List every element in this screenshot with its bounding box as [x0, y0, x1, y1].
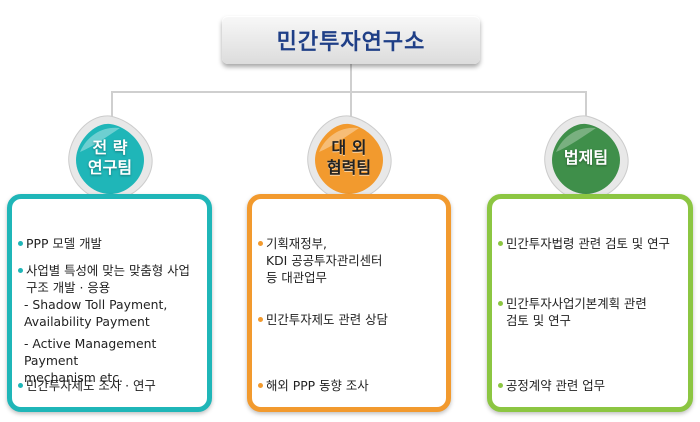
sub-list-item: - Shadow Toll Payment, Availability Paym… — [24, 297, 168, 329]
root-title: 민간투자연구소 — [276, 30, 426, 55]
team-external-label: 대 외 협력팀 — [326, 138, 372, 177]
list-item: 해외 PPP 동향 조사 — [258, 377, 369, 394]
panel-legal: 민간투자법령 관련 검토 및 연구 민간투자사업기본계획 관련 검토 및 연구 … — [487, 194, 693, 412]
panel-strategy: PPP 모델 개발 사업별 특성에 맞는 맞춤형 사업 구조 개발 · 응용 -… — [7, 194, 212, 412]
list-item: 공정계약 관련 업무 — [498, 377, 605, 394]
team-legal-badge: 법제팀 — [540, 112, 632, 204]
bullet-dot — [258, 317, 263, 322]
bullet-dot — [258, 241, 263, 246]
list-item: 사업별 특성에 맞는 맞춤형 사업 구조 개발 · 응용 — [18, 262, 190, 296]
bullet-dot — [18, 383, 23, 388]
team-legal-badge-shape — [544, 115, 629, 201]
team-external-badge-shape — [307, 115, 392, 201]
bullet-dot — [258, 383, 263, 388]
bullet-dot — [498, 301, 503, 306]
bullet-dot — [498, 383, 503, 388]
list-item: 민간투자사업기본계획 관련 검토 및 연구 — [498, 295, 647, 329]
list-item: 기획재정부, KDI 공공투자관리센터 등 대관업무 — [258, 235, 382, 286]
list-item: 민간투자제도 관련 상담 — [258, 311, 388, 328]
team-strategy-badge: 전 략 연구팀 — [64, 112, 156, 204]
bullet-dot — [498, 241, 503, 246]
list-item: 민간투자법령 관련 검토 및 연구 — [498, 235, 670, 252]
list-item: 민간투자제도 조사 · 연구 — [18, 377, 156, 394]
list-item: PPP 모델 개발 — [18, 235, 102, 252]
team-external-badge: 대 외 협력팀 — [303, 112, 395, 204]
bullet-dot — [18, 268, 23, 273]
root-org-box: 민간투자연구소 — [222, 16, 480, 64]
team-legal-label: 법제팀 — [563, 148, 609, 167]
sub-list-item: - Active Management Payment mechanism et… — [24, 336, 157, 385]
panel-external: 기획재정부, KDI 공공투자관리센터 등 대관업무 민간투자제도 관련 상담 … — [247, 194, 451, 412]
team-strategy-label: 전 략 연구팀 — [87, 138, 133, 177]
bullet-dot — [18, 241, 23, 246]
